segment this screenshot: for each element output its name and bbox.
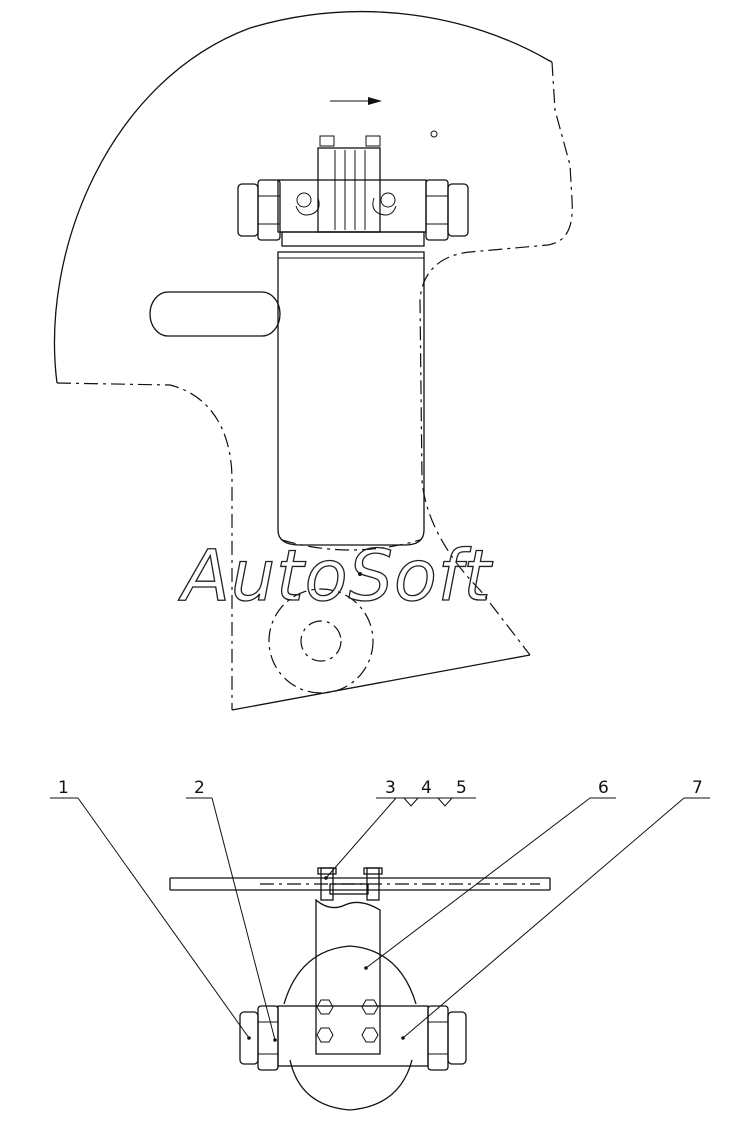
callout-4: 4 [421, 778, 432, 798]
fitting-left-nut [257, 1005, 279, 1071]
filter-end-dome-top [283, 945, 417, 1005]
fitting-right-cap [447, 183, 469, 237]
leader-7 [402, 797, 685, 1039]
filter-housing [277, 251, 425, 546]
bolt-head [363, 867, 383, 875]
hex-bolt [316, 999, 334, 1015]
hole-left [296, 192, 312, 208]
filter-end-dome-bottom [289, 1059, 413, 1111]
lower-component-outline [268, 588, 374, 694]
bracket-left-dashed [56, 382, 233, 710]
callout-5: 5 [456, 778, 467, 798]
fitting-right-cap [447, 1011, 467, 1065]
leader-1 [77, 797, 250, 1039]
leader-345 [325, 797, 397, 879]
center-mark [358, 572, 362, 576]
top-view [53, 10, 573, 711]
hex-bolt [361, 1027, 379, 1043]
flow-arrowhead [368, 97, 382, 105]
bolt-head [317, 867, 337, 875]
fitting-left-nut [257, 179, 281, 241]
filter-collar [281, 231, 425, 247]
bracket-slot [149, 291, 281, 337]
hole-right [380, 192, 396, 208]
callout-2: 2 [194, 778, 205, 798]
callout-6: 6 [598, 778, 609, 798]
fitting-left-cap [237, 183, 259, 237]
bracket-outline-dashed-right [419, 61, 573, 656]
leader-2 [211, 797, 276, 1041]
hex-bolt [361, 999, 379, 1015]
head-curve-right [372, 197, 397, 216]
bolt-top-left [319, 135, 335, 147]
clamp-plate [329, 883, 369, 895]
leader-6 [365, 797, 591, 969]
watermark-text: AutoSoft [178, 535, 493, 617]
hex-bolts [316, 999, 379, 1043]
leader-345-ticks [403, 797, 453, 807]
callouts: 1 2 3 4 5 6 7 [50, 778, 710, 1041]
filter-head-block [317, 147, 381, 233]
fitting-left-cap [239, 1011, 259, 1065]
bottom-view [169, 867, 551, 1111]
callout-1: 1 [58, 778, 69, 798]
head-curve-left [295, 197, 320, 216]
bracket-outline [53, 10, 553, 384]
callout-7: 7 [692, 778, 703, 798]
bracket-bottom-line [231, 654, 531, 711]
hex-bolt [316, 1027, 334, 1043]
bracket-part-6 [315, 898, 381, 1055]
fitting-right-nut [427, 1005, 449, 1071]
small-hole [430, 130, 438, 138]
callout-3: 3 [385, 778, 396, 798]
lower-component-inner [300, 620, 342, 662]
bolt-top-right [365, 135, 381, 147]
fitting-right-nut [425, 179, 449, 241]
